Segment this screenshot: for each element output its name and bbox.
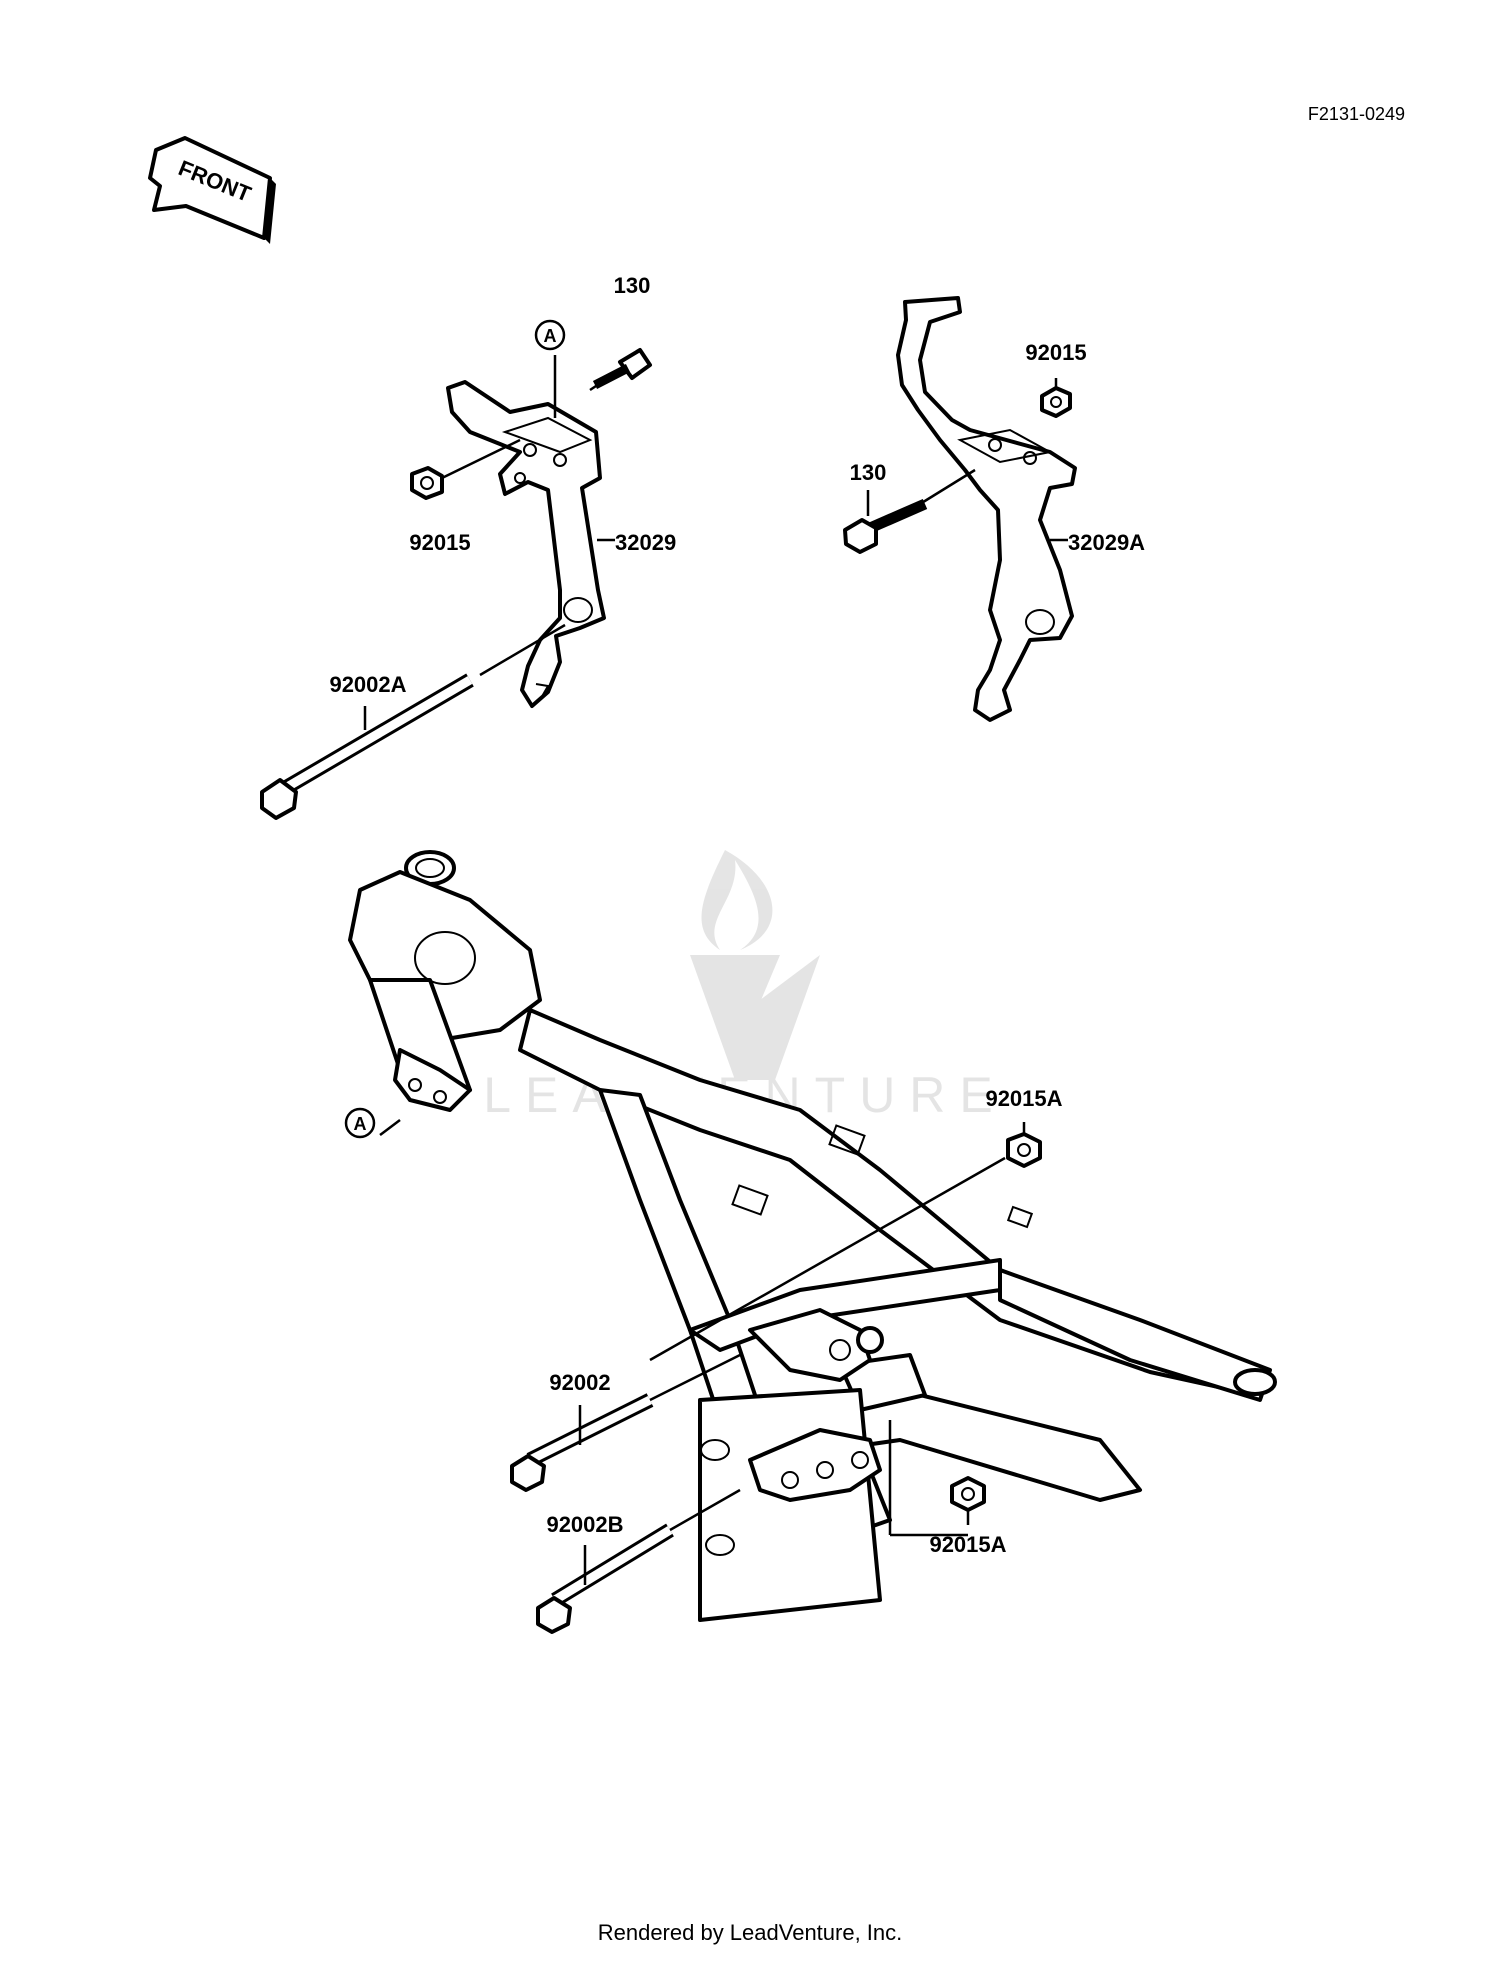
left-nut-92015 [410, 466, 444, 500]
label-92015-right: 92015 [1025, 340, 1086, 365]
right-nut-92015 [1040, 386, 1072, 418]
watermark: LEADVENTURE [483, 850, 993, 1123]
label-130-right: 130 [850, 460, 887, 485]
label-130-left: 130 [614, 273, 651, 298]
label-92002B: 92002B [546, 1512, 623, 1537]
label-92002: 92002 [549, 1370, 610, 1395]
left-bracket-assembly: A 130 92015 32029 92002A [260, 273, 676, 820]
label-92015A-lower: 92015A [929, 1532, 1006, 1557]
frame-nut-92015A-upper [1006, 1132, 1042, 1168]
label-92015-left: 92015 [409, 530, 470, 555]
left-long-bolt-92002A [260, 673, 474, 820]
label-32029: 32029 [615, 530, 676, 555]
frame-nut-92015A-lower [950, 1476, 986, 1512]
frame-bolt-92002B [536, 1523, 674, 1634]
right-bracket-32029A [896, 296, 1077, 722]
front-arrow-icon: FRONT [148, 136, 276, 244]
right-bracket-assembly: 92015 130 32029A [843, 296, 1145, 722]
left-bracket-32029 [446, 380, 606, 708]
frame-assembly: A 92015A 92002 92002B 92015A [344, 850, 1277, 1634]
ref-marker-a-top: A [544, 326, 557, 346]
label-32029A: 32029A [1068, 530, 1145, 555]
label-92002A: 92002A [329, 672, 406, 697]
footer-credit: Rendered by LeadVenture, Inc. [598, 1920, 903, 1945]
frame-bolt-92002 [510, 1393, 654, 1492]
right-bolt-130 [843, 498, 928, 554]
ref-marker-a-frame: A [354, 1114, 367, 1134]
diagram-code: F2131-0249 [1308, 104, 1405, 124]
label-92015A-upper: 92015A [985, 1086, 1062, 1111]
